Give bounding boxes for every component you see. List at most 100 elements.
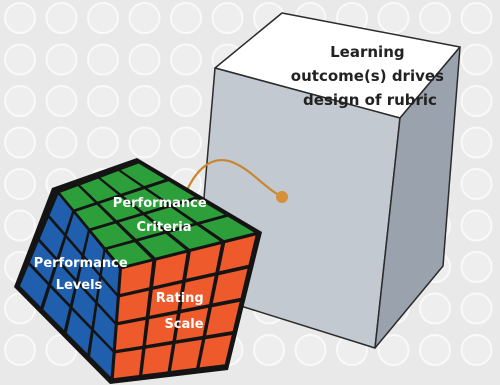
- rubiks-top-face: [60, 163, 255, 267]
- rubiks-top-sticker: [75, 204, 114, 229]
- rubiks-right-sticker: [176, 307, 209, 341]
- rubiks-right-sticker: [115, 320, 146, 350]
- lego-stud: [460, 334, 493, 366]
- cube-right-face: [374, 46, 461, 349]
- rubiks-left-label: Performance Levels: [34, 256, 132, 293]
- lego-stud: [170, 85, 202, 117]
- lego-stud: [211, 2, 244, 34]
- rubiks-top-sticker: [91, 223, 133, 248]
- lego-stud: [4, 43, 36, 76]
- rubiks-top-label: Performance Criteria: [113, 196, 211, 235]
- rubiks-right-sticker: [153, 252, 187, 287]
- rubiks-top-sticker: [120, 163, 165, 186]
- lego-stud: [45, 85, 78, 117]
- lego-stud: [45, 43, 78, 76]
- rubiks-top-sticker: [174, 199, 225, 223]
- rubiks-left-sticker: [66, 310, 91, 354]
- rubiks-right-sticker: [219, 235, 256, 272]
- lego-stud: [128, 85, 161, 117]
- rubiks-right-sticker: [212, 268, 248, 304]
- rubiks-left-sticker: [67, 213, 88, 253]
- rubiks-left-sticker: [20, 265, 48, 307]
- rubiks-top-sticker: [99, 196, 141, 221]
- rubiks-left-sticker: [94, 305, 115, 349]
- rubiks-left-sticker: [84, 232, 104, 274]
- rubiks-left-sticker: [43, 287, 70, 330]
- cube-label: Learning outcome(s) drives design of rub…: [291, 43, 449, 109]
- lego-stud: [128, 2, 161, 34]
- rubiks-top-sticker: [123, 189, 168, 213]
- cube-label-line-2: outcome(s) drives: [291, 67, 444, 85]
- cube-label-line-1: Learning: [330, 43, 405, 61]
- rubiks-left-sticker: [39, 218, 64, 258]
- lego-stud: [87, 2, 119, 34]
- rubiks-top-label-line-1: Performance: [113, 196, 207, 211]
- rubiks-right-sticker: [186, 244, 221, 279]
- lego-stud: [294, 334, 327, 366]
- rubiks-left-sticker: [49, 194, 73, 233]
- lego-stud: [128, 43, 161, 76]
- rubiks-left-sticker: [72, 284, 96, 327]
- rubiks-left-label-line-2: Levels: [56, 278, 103, 293]
- rubiks-top-sticker: [119, 215, 163, 239]
- rubiks-left-sticker: [101, 251, 119, 294]
- rubiks-top-sticker: [147, 181, 195, 205]
- rubiks-right-sticker: [181, 276, 215, 310]
- rubiks-top-label-line-2: Criteria: [136, 220, 191, 235]
- lego-stud: [170, 2, 202, 34]
- lego-stud: [460, 209, 493, 242]
- lego-stud: [419, 334, 451, 366]
- rubiks-cube: Performance Criteria Performance Levels …: [14, 158, 262, 384]
- rubiks-top-sticker: [169, 225, 220, 249]
- rubiks-left-face: [20, 194, 119, 377]
- rubiks-top-sticker: [80, 178, 118, 202]
- rubiks-left-label-line-1: Performance: [34, 256, 128, 271]
- lego-stud: [460, 251, 493, 283]
- rubiks-left-sticker: [90, 332, 113, 377]
- rubiks-right-label-line-1: Rating: [156, 291, 204, 306]
- rubiks-top-sticker: [60, 186, 95, 210]
- lego-stud: [87, 126, 119, 159]
- rubiks-top-sticker: [200, 216, 255, 241]
- lego-stud: [128, 126, 161, 159]
- rubiks-right-sticker: [142, 344, 172, 375]
- rubiks-right-label-line-2: Scale: [164, 317, 203, 332]
- rubiks-top-sticker: [138, 233, 186, 258]
- lego-stud: [170, 43, 202, 76]
- lego-stud: [170, 126, 202, 159]
- rubiks-left-sticker: [29, 241, 56, 283]
- lego-stud: [4, 2, 36, 34]
- lego-stud: [419, 2, 451, 34]
- lego-stud: [460, 43, 493, 76]
- rubiks-left-sticker: [59, 238, 82, 279]
- lego-stud: [87, 43, 119, 76]
- lego-stud: [460, 2, 493, 34]
- rubiks-right-sticker: [120, 261, 153, 294]
- lego-stud: [377, 2, 410, 34]
- connector-dot: [276, 191, 288, 203]
- rubiks-right-sticker: [118, 290, 149, 322]
- rubiks-right-sticker: [171, 339, 202, 371]
- rubiks-right-face: [113, 235, 256, 379]
- rubiks-right-label: Rating Scale: [156, 291, 209, 332]
- lego-stud: [460, 126, 493, 159]
- rubiks-top-sticker: [146, 207, 194, 231]
- rubiks-right-sticker: [146, 314, 177, 346]
- lego-stud: [4, 209, 36, 242]
- lego-stud: [460, 168, 493, 200]
- learning-outcome-cube: Learning outcome(s) drives design of rub…: [195, 12, 461, 349]
- lego-stud: [460, 292, 493, 325]
- lego-stud: [4, 292, 36, 325]
- rubiks-left-sticker: [51, 263, 76, 305]
- rubiks-right-sticker: [206, 301, 240, 336]
- rubiks-right-sticker: [113, 349, 142, 379]
- rubiks-right-sticker: [199, 335, 232, 368]
- lego-stud: [419, 292, 451, 325]
- lego-stud: [4, 85, 36, 117]
- connector-line: [182, 159, 283, 198]
- rubiks-right-sticker: [149, 283, 182, 316]
- lego-stud: [4, 168, 36, 200]
- lego-stud: [45, 2, 78, 34]
- lego-stud: [377, 334, 410, 366]
